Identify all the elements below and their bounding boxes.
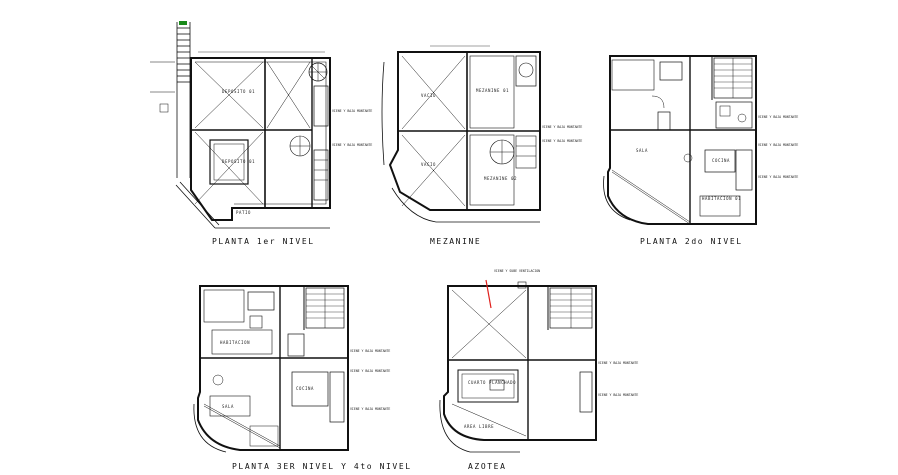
room-label: DEPOSITO 01 <box>222 159 255 164</box>
room-label: VACIO <box>421 93 436 98</box>
plan-planta-1er-nivel <box>150 21 331 229</box>
annotation-note: VIENE Y BAJA MONTANTE <box>332 109 372 113</box>
plan-4-labels: HABITACION COCINA SALA VIENE Y BAJA MONT… <box>220 340 412 471</box>
annotation-note: VIENE Y SUBE VENTILACION <box>494 269 540 273</box>
outer-wall <box>443 285 597 441</box>
plan-title: PLANTA 2do NIVEL <box>640 237 743 246</box>
outer-wall <box>388 51 541 211</box>
spiral-stair <box>518 62 534 78</box>
room-label: AREA LIBRE <box>464 424 494 429</box>
annotation-note: VIENE Y BAJA MONTANTE <box>598 393 638 397</box>
annotation-note: VIENE Y BAJA MONTANTE <box>758 143 798 147</box>
room-label: CUARTO PLANCHADO <box>468 380 516 385</box>
annotation-note: VIENE Y BAJA MONTANTE <box>758 115 798 119</box>
annotation-note: VIENE Y BAJA MONTANTE <box>598 361 638 365</box>
plan-title: AZOTEA <box>468 462 507 471</box>
plan-planta-3er-y-4to-nivel <box>193 285 349 453</box>
annotation-note: VIENE Y BAJA MONTANTE <box>542 125 582 129</box>
room-label: MEZANINE 01 <box>476 88 509 93</box>
room-label: MEZANINE 02 <box>484 176 517 181</box>
outer-wall <box>607 55 757 225</box>
room-label: VACIO <box>421 162 436 167</box>
red-marker-line <box>485 279 492 309</box>
room-label: PATIO <box>236 210 251 215</box>
annotation-note: VIENE Y BAJA MONTANTE <box>758 175 798 179</box>
plan-azotea <box>439 281 597 453</box>
room-label: SALA <box>636 148 648 153</box>
room-label: COCINA <box>296 386 314 391</box>
plan-title: PLANTA 3ER NIVEL Y 4to NIVEL <box>232 462 412 471</box>
plan-3-labels: COCINA SALA HABITACION 01 VIENE Y BAJA M… <box>636 115 798 246</box>
room-label: DEPOSITO 01 <box>222 89 255 94</box>
room-label: SALA <box>222 404 234 409</box>
annotation-note: VIENE Y BAJA MONTANTE <box>350 369 390 373</box>
plan-5-labels: CUARTO PLANCHADO AREA LIBRE VIENE Y SUBE… <box>464 269 638 471</box>
annotation-note: VIENE Y BAJA MONTANTE <box>350 407 390 411</box>
annotation-note: VIENE Y BAJA MONTANTE <box>542 139 582 143</box>
outer-wall <box>190 57 331 221</box>
plan-title: PLANTA 1er NIVEL <box>212 237 315 246</box>
room-label: HABITACION 01 <box>702 196 741 201</box>
patio-box <box>209 139 249 185</box>
plan-2-labels: VACIO VACIO MEZANINE 01 MEZANINE 02 VIEN… <box>421 88 582 246</box>
plan-1-labels: DEPOSITO 01 DEPOSITO 01 PATIO VIENE Y BA… <box>212 89 372 246</box>
plan-title: MEZANINE <box>430 237 481 246</box>
annotation-note: VIENE Y BAJA MONTANTE <box>332 143 372 147</box>
annotation-note: VIENE Y BAJA MONTANTE <box>350 349 390 353</box>
room-label: COCINA <box>712 158 730 163</box>
room-label: HABITACION <box>220 340 250 345</box>
outer-wall <box>197 285 349 451</box>
plan-mezanine <box>381 45 541 223</box>
plan-planta-2do-nivel <box>603 55 757 225</box>
